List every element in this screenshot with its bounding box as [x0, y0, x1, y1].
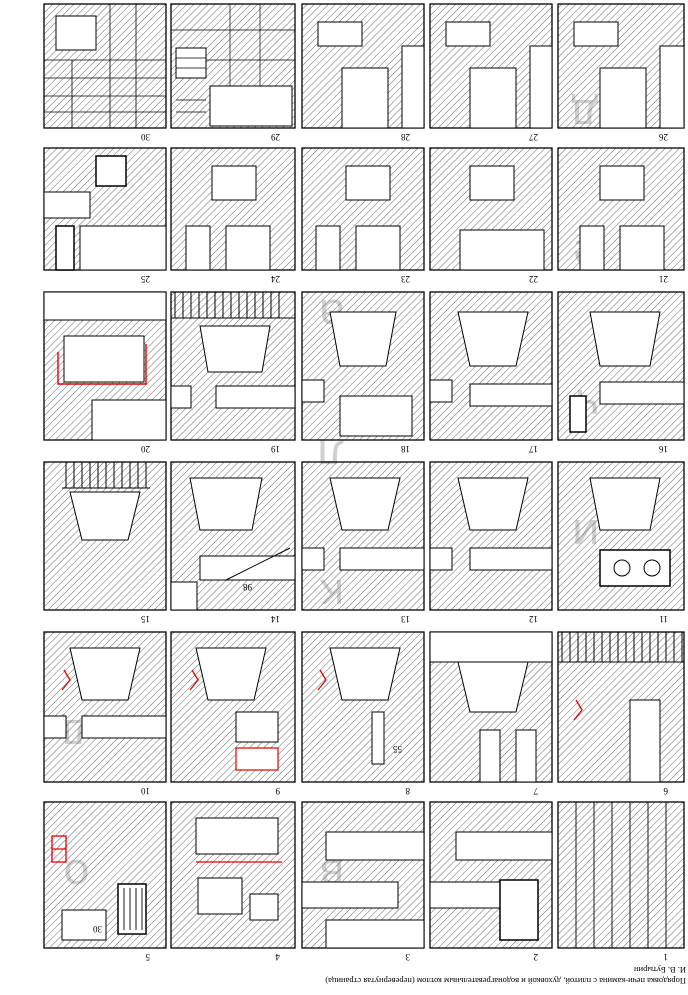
- panel-number: 12: [529, 614, 538, 624]
- course-panel-20: 20: [43, 291, 167, 454]
- course-panel-17: 17: [429, 291, 553, 454]
- course-panel-2: 2: [429, 801, 553, 962]
- dimension-label: 55: [393, 744, 403, 754]
- panel-number: 20: [141, 444, 151, 454]
- caption-line-2: И. В. Бутырин: [633, 965, 686, 975]
- course-panel-30: 30: [43, 3, 167, 142]
- panel-number: 15: [141, 614, 151, 624]
- panel-number: 8: [405, 786, 410, 796]
- course-panel-9: 9: [170, 631, 296, 796]
- course-panel-27: 27: [429, 3, 553, 142]
- course-panel-6: 6: [557, 631, 685, 796]
- course-panel-13: 13: [301, 461, 425, 624]
- course-panel-14: 98 14: [170, 461, 296, 624]
- panel-number: 4: [275, 952, 280, 962]
- course-panel-22: 22: [429, 147, 553, 284]
- panel-number: 29: [271, 132, 281, 142]
- panel-number: 2: [534, 952, 539, 962]
- panel-number: 26: [659, 132, 669, 142]
- panel-number: 11: [659, 614, 668, 624]
- panel-number: 22: [529, 274, 538, 284]
- panel-number: 10: [141, 786, 151, 796]
- course-panel-3: 3: [301, 801, 425, 962]
- course-panel-8: 55 8: [301, 631, 425, 796]
- course-panel-19: 19: [170, 291, 296, 454]
- panel-number: 24: [271, 274, 281, 284]
- dimension-label: 30: [93, 924, 103, 934]
- course-panel-28: 28: [301, 3, 425, 142]
- course-panel-25: 25: [43, 147, 167, 284]
- dimension-label: 98: [243, 582, 253, 592]
- red-flue-path: [57, 344, 147, 385]
- panel-number: 6: [663, 786, 668, 796]
- panel-number: 16: [659, 444, 669, 454]
- course-panel-15: 15: [43, 461, 167, 624]
- course-panel-18: 18: [301, 291, 425, 454]
- panel-number: 27: [529, 132, 539, 142]
- panel-number: 23: [401, 274, 411, 284]
- panel-number: 13: [401, 614, 411, 624]
- course-panel-26: 26: [557, 3, 685, 142]
- panel-number: 28: [401, 132, 411, 142]
- panel-number: 21: [659, 274, 668, 284]
- course-panel-7: 7: [429, 631, 553, 796]
- course-panel-11: 11: [557, 461, 685, 624]
- figure-caption: Порядовка печи-камина с плитой, духовкой…: [2, 964, 686, 986]
- course-panel-1: 1: [557, 801, 685, 962]
- panel-number: 1: [664, 952, 669, 962]
- panel-number: 17: [529, 444, 539, 454]
- course-panel-16: 16: [557, 291, 685, 454]
- panel-number: 14: [271, 614, 281, 624]
- panel-number: 3: [405, 952, 410, 962]
- panel-number: 7: [533, 786, 538, 796]
- panel-number: 25: [141, 274, 151, 284]
- course-panel-21: 21: [557, 147, 685, 284]
- caption-line-1: Порядовка печи-камина с плитой, духовкой…: [325, 976, 686, 986]
- panel-number: 30: [141, 132, 151, 142]
- panel-number: 19: [271, 444, 281, 454]
- course-panel-24: 24: [170, 147, 296, 284]
- course-panel-10: 10: [43, 631, 167, 796]
- course-panel-4: 4: [170, 801, 296, 962]
- panel-number: 9: [275, 786, 280, 796]
- course-panel-5: 30 5: [43, 801, 167, 962]
- panel-number: 18: [401, 444, 411, 454]
- course-panel-29: 29: [170, 3, 296, 142]
- course-panel-12: 12: [429, 461, 553, 624]
- panel-number: 5: [145, 952, 150, 962]
- course-panel-23: 23: [301, 147, 425, 284]
